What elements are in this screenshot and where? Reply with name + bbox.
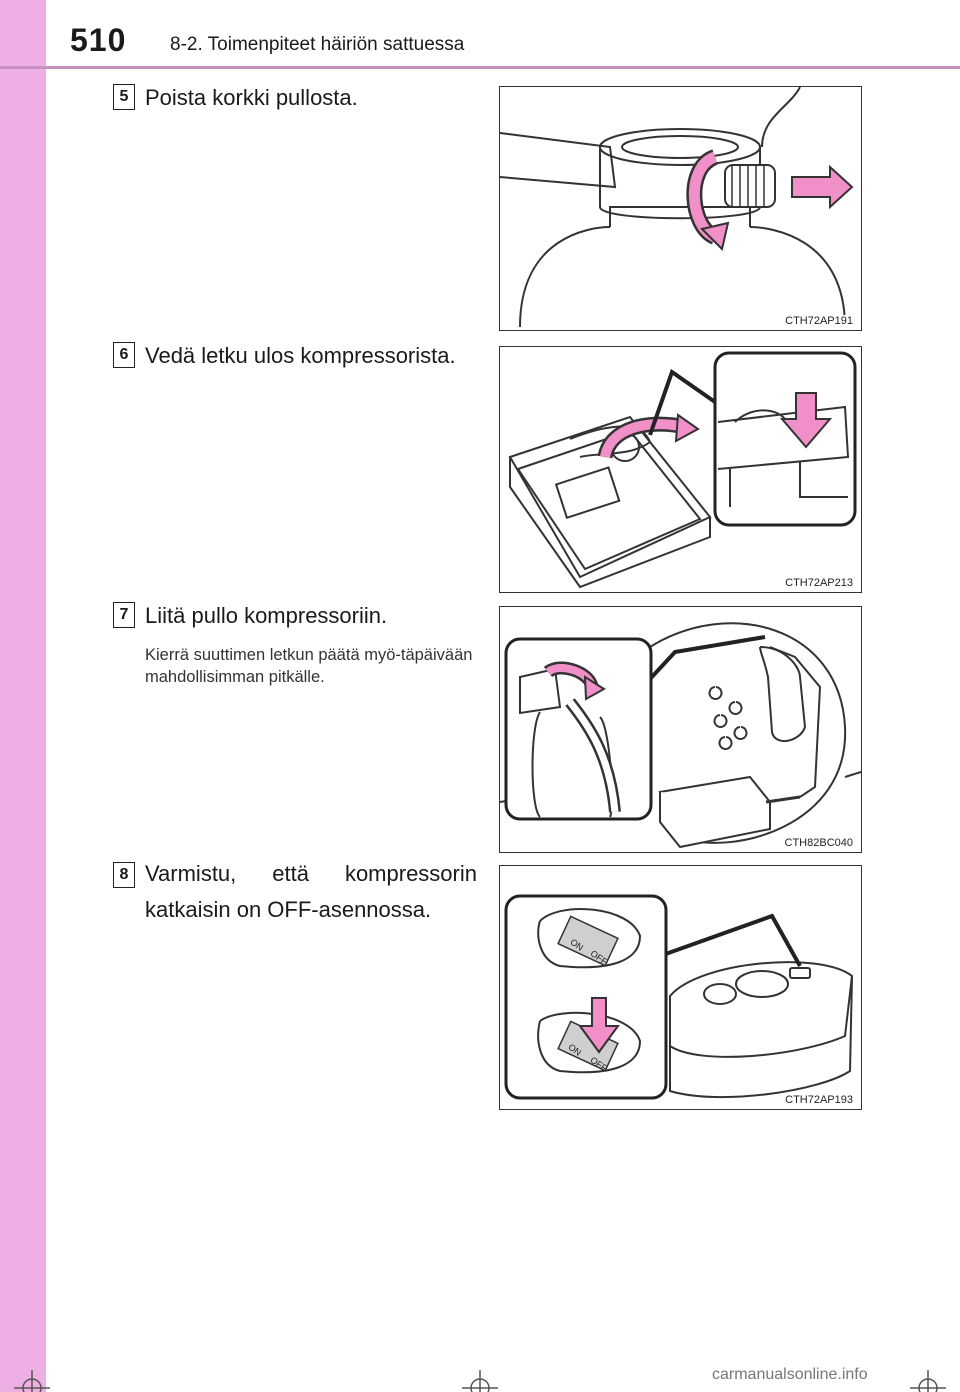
figure-remove-cap: CTH72AP191 bbox=[499, 86, 862, 331]
crop-mark-right bbox=[910, 1370, 946, 1392]
figure-code: CTH72AP193 bbox=[783, 1094, 855, 1106]
figure-pull-hose: CTH72AP213 bbox=[499, 346, 862, 593]
step-text-7: Liitä pullo kompressoriin. bbox=[145, 603, 388, 628]
figure-code: CTH72AP213 bbox=[783, 577, 855, 589]
step-number-8: 8 bbox=[113, 862, 135, 888]
compressor-switch-illustration: ON OFF ON OFF bbox=[504, 894, 854, 1100]
footer-watermark[interactable]: carmanualsonline.info bbox=[712, 1366, 868, 1383]
step-text-8: Varmistu, että kompressorin katkaisin on… bbox=[145, 861, 477, 922]
figure-connect-bottle: CTH82BC040 bbox=[499, 606, 862, 853]
page-number: 510 bbox=[70, 22, 127, 58]
header-rule bbox=[0, 66, 960, 69]
crop-mark-center bbox=[462, 1370, 498, 1392]
step-number-6: 6 bbox=[113, 342, 135, 368]
step-note-7: Kierrä suuttimen letkun päätä myö-täpäiv… bbox=[145, 646, 473, 686]
bottle-compressor-illustration bbox=[500, 622, 861, 849]
crop-mark-left bbox=[14, 1370, 50, 1392]
section-title: 8-2. Toimenpiteet häiriön sattuessa bbox=[170, 34, 465, 55]
figure-code: CTH72AP191 bbox=[783, 315, 855, 327]
step-text-5: Poista korkki pullosta. bbox=[145, 85, 358, 110]
compressor-hose-illustration bbox=[508, 351, 857, 589]
figure-check-switch: ON OFF ON OFF CTH72AP193 bbox=[499, 865, 862, 1110]
sidebar-band bbox=[0, 0, 46, 1392]
step-number-7: 7 bbox=[113, 602, 135, 628]
figure-code: CTH82BC040 bbox=[782, 837, 855, 849]
step-number-5: 5 bbox=[113, 84, 135, 110]
step-text-6: Vedä letku ulos kompressorista. bbox=[145, 343, 456, 368]
bottle-cap-illustration bbox=[500, 87, 854, 328]
